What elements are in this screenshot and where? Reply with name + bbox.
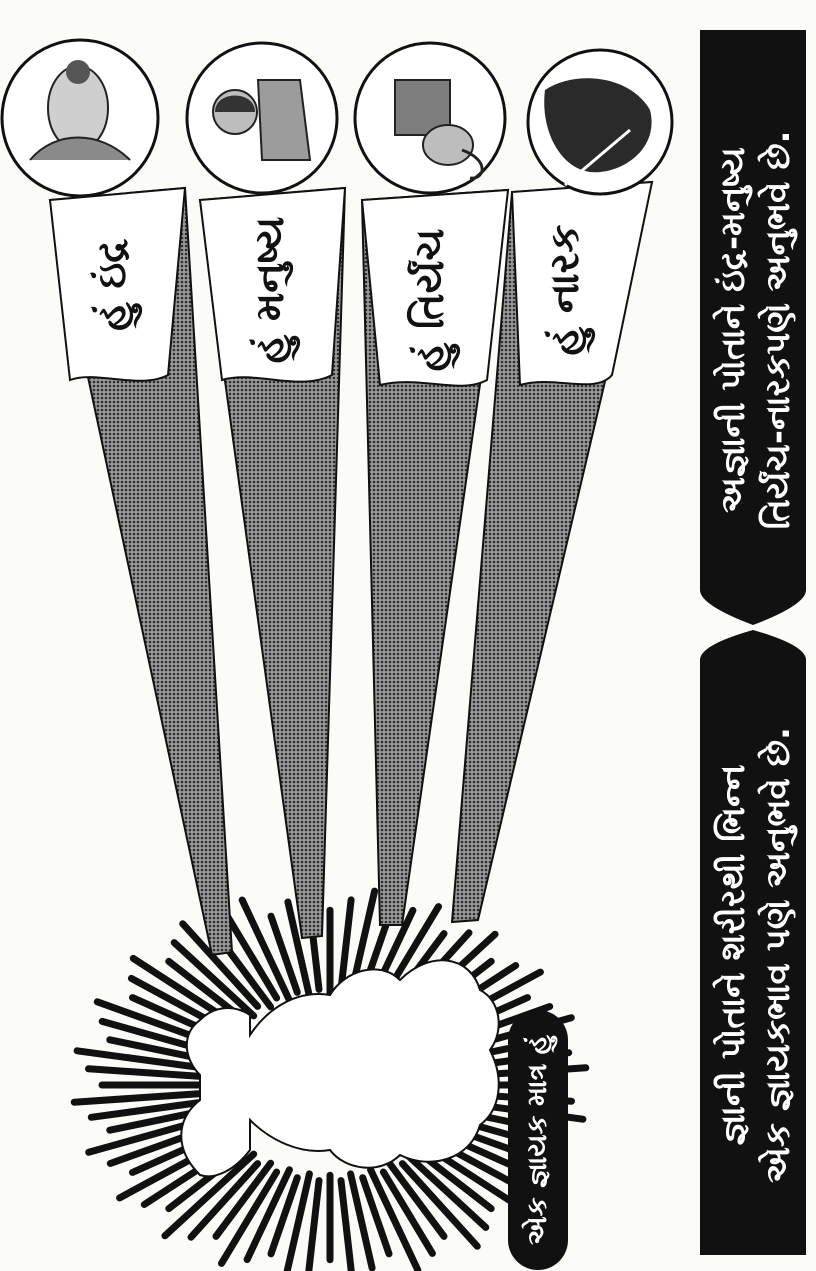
halo-ray [379,1168,436,1257]
self-oval-label: એક જ્ઞાયક માત્ર હું [522,1035,553,1245]
halo-ray [359,1174,393,1258]
halo-ray [284,898,313,1000]
caption-box-agnani [700,30,806,625]
agnani-caption-line1: અજ્ઞાની પોતાને ઇંદ્ર-મનુષ્ય [713,147,753,513]
beam-label-animal: હું તિર્યંચ [407,228,453,372]
halo-ray [267,912,301,996]
self-oval-shape [508,1010,568,1270]
halo-ray [73,1047,217,1073]
halo-ray [218,1168,281,1267]
agnani-caption-line2: તિર્યંચ-નારકપણે અનુભવે છે. [758,130,798,530]
halo-ray [367,1166,422,1271]
halo-ray [161,1150,258,1240]
beam-label-human: હું મનુષ્ય [247,216,293,364]
halo-ray [337,896,355,993]
beam-label-hell: હું નારક [542,224,588,356]
halo-ray [283,1170,313,1271]
halo-ray [337,1177,355,1271]
halo-ray [224,913,281,1002]
halo-ray [347,1170,376,1271]
elephant-portrait-icon [353,41,507,195]
beam-label-indra: હું ઇંદ્ર [89,239,135,331]
halo-ray [243,1166,293,1264]
beam-indra [48,186,234,957]
halo-ray [212,1159,275,1240]
halo-ray [70,1089,208,1106]
halo-ray [170,939,258,1020]
halo-ray [398,1160,481,1250]
caption-box-gnani [700,630,806,1255]
halo-ray [85,1065,208,1081]
meditating-figure-icon [180,959,500,1178]
halo-ray [267,1174,301,1258]
halo-ray [385,1159,448,1240]
beam-hell [450,180,654,924]
beam-animal [360,188,510,926]
gnani-caption-line2: એક જ્ઞાયકભાવ પણે અનુભવે છે. [758,727,798,1183]
halo-ray [402,1150,490,1231]
halo-ray [87,1097,217,1121]
man-portrait-icon [185,41,339,195]
halo-ray [238,896,293,1004]
halo-ray [305,1177,323,1271]
deity-portrait-icon [0,38,160,198]
gnani-caption-line1: જ્ઞાની પોતાને શરીરથી ભિન્ન [713,764,753,1146]
halo-ray [187,1160,262,1241]
halo-ray [179,920,262,1010]
hell-being-portrait-icon [526,48,674,196]
beam-human [198,186,347,940]
